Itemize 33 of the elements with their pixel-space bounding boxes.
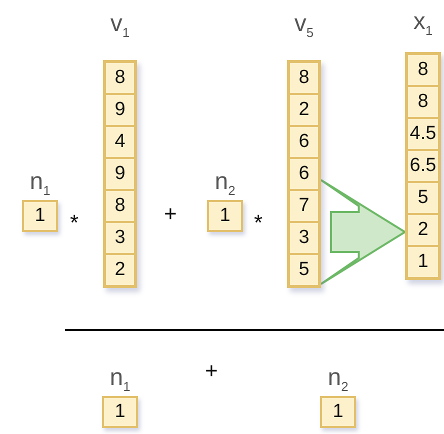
vector-label: x$_{1}$ (412, 10, 434, 37)
value-cell: 9 (105, 94, 135, 126)
operator-symbol: * (254, 212, 263, 234)
value-cell: 6 (289, 126, 319, 158)
value-cell: 8 (407, 86, 439, 118)
value-cell: 8 (407, 54, 439, 86)
value-cell: 4.5 (407, 118, 439, 150)
vector-label: n$_{2}$ (214, 170, 236, 197)
value-cell: 6 (289, 158, 319, 190)
value-cell: 3 (289, 222, 319, 254)
operator-symbol: * (70, 212, 79, 234)
value-cell: 3 (105, 222, 135, 254)
value-cell: 1 (407, 246, 439, 278)
value-cell: 6.5 (407, 150, 439, 182)
value-cell: 4 (105, 126, 135, 158)
value-cell: 2 (105, 254, 135, 286)
vector-label: n$_{1}$ (108, 366, 132, 393)
value-cell: 2 (407, 214, 439, 246)
vector-label: n$_{1}$ (28, 170, 52, 197)
vector-label: v$_{1}$ (109, 12, 131, 39)
value-cell: 5 (407, 182, 439, 214)
chevron-arrow (320, 179, 407, 285)
value-cell: 8 (105, 62, 135, 94)
value-cell: 5 (289, 254, 319, 286)
vector-label: n$_{2}$ (326, 366, 350, 393)
value-cell: 8 (105, 190, 135, 222)
value-cell: 2 (289, 94, 319, 126)
value-cell: 8 (289, 62, 319, 94)
operator-symbol: + (205, 360, 218, 382)
value-cell: 9 (105, 158, 135, 190)
operator-symbol: + (164, 203, 177, 225)
value-cell: 7 (289, 190, 319, 222)
vector-label: v$_{5}$ (293, 12, 315, 39)
